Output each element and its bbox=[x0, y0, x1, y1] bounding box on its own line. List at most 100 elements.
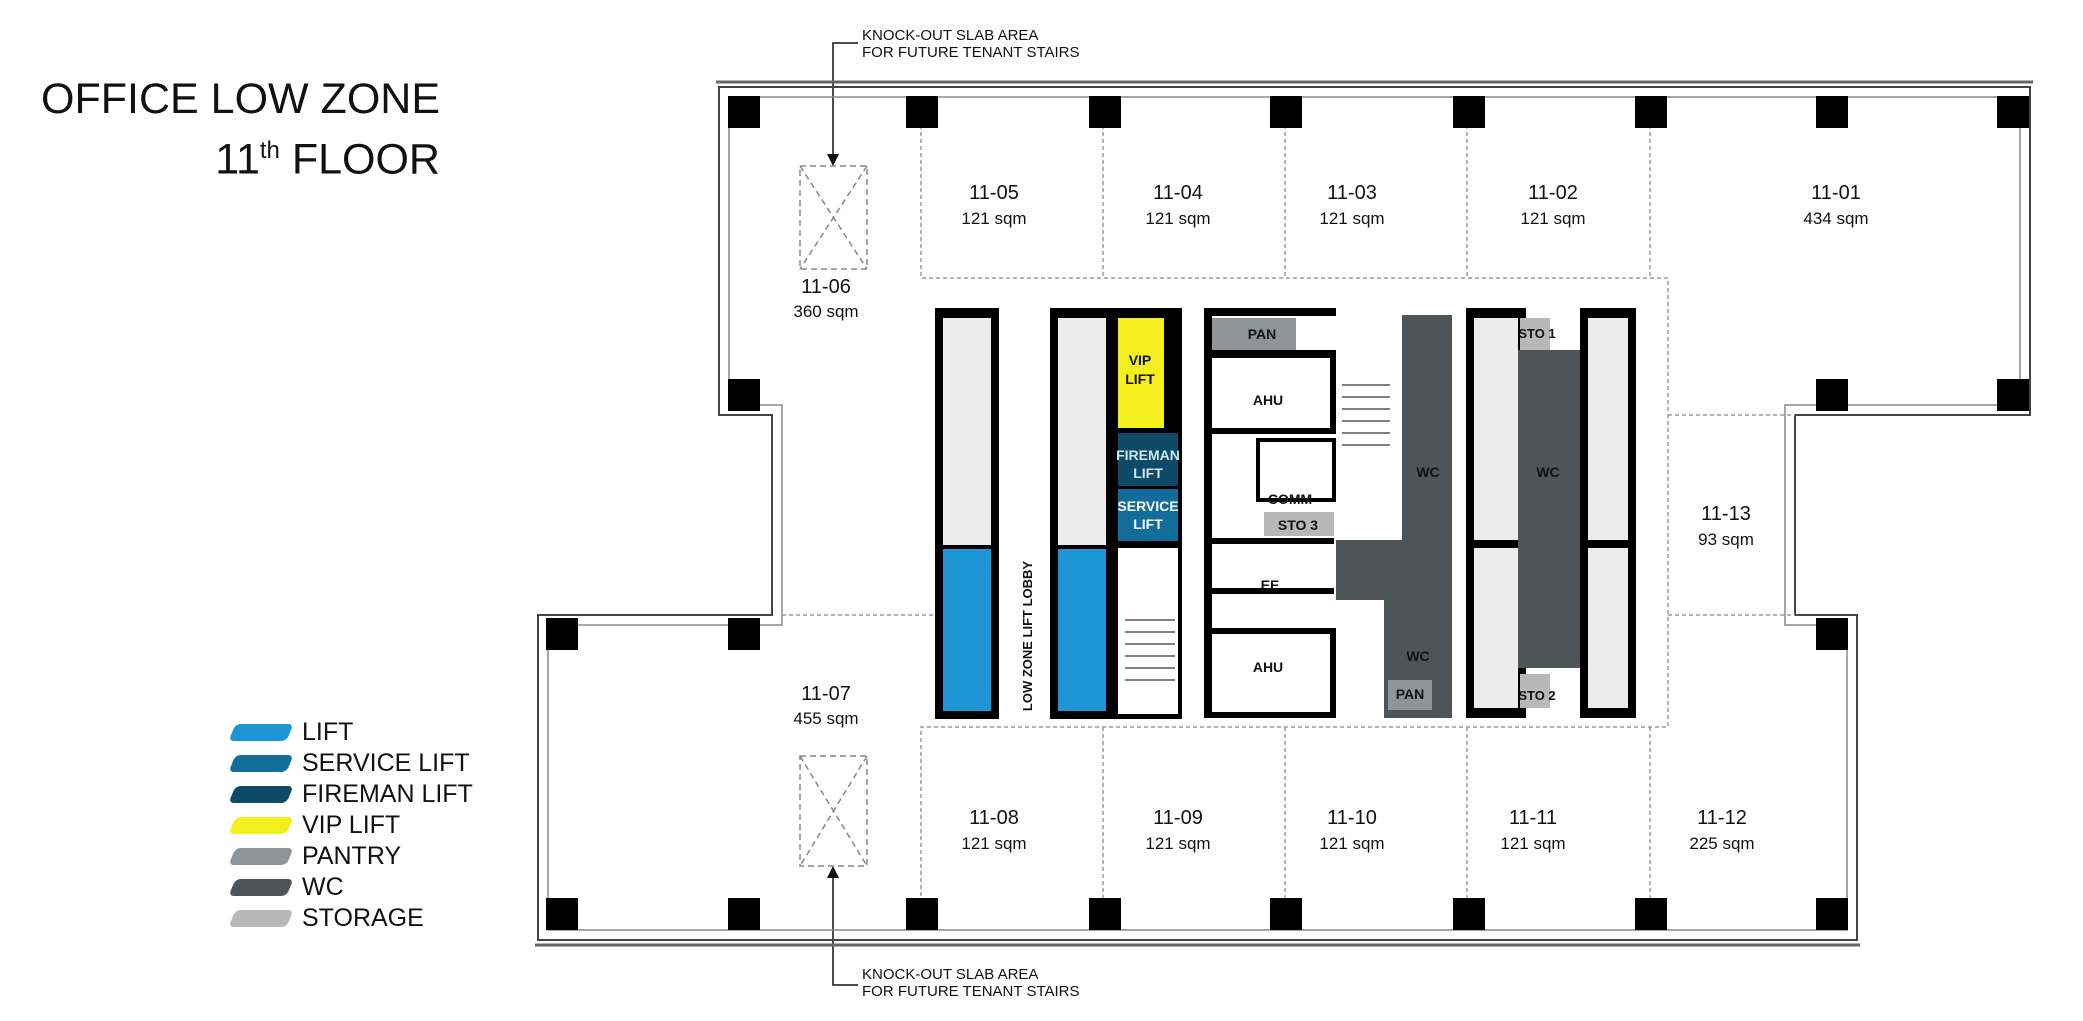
title-floor: 11th FLOOR bbox=[40, 124, 440, 186]
unit-area: 434 sqm bbox=[1803, 209, 1868, 228]
legend-label: WC bbox=[302, 872, 344, 901]
core-rooms bbox=[1204, 308, 1390, 718]
knockout-leader-bottom bbox=[827, 866, 858, 986]
legend-item-lift: LIFT bbox=[228, 717, 354, 747]
unit-area: 121 sqm bbox=[961, 834, 1026, 853]
storage-room bbox=[1264, 512, 1334, 536]
unit-area: 121 sqm bbox=[1145, 209, 1210, 228]
legend-label: FIREMAN LIFT bbox=[302, 779, 473, 808]
unit-id: 11-12 bbox=[1697, 807, 1747, 829]
floor-word: FLOOR bbox=[291, 135, 440, 184]
unit-id: 11-02 bbox=[1528, 182, 1578, 204]
legend-swatch-service-lift bbox=[228, 754, 294, 772]
wc-label-3: WC bbox=[1406, 648, 1429, 664]
unit-11-07: 11-07 455 sqm bbox=[793, 683, 858, 728]
pantry-room bbox=[1388, 680, 1432, 710]
lobby-label: LOW ZONE LIFT LOBBY bbox=[1020, 561, 1035, 712]
vip-lift bbox=[1118, 318, 1164, 428]
unit-11-05: 11-05 121 sqm bbox=[961, 182, 1026, 228]
legend-swatch-fireman-lift bbox=[228, 785, 294, 803]
sto3-label: STO 3 bbox=[1278, 517, 1318, 533]
knockout-note-bottom: KNOCK-OUT SLAB AREA FOR FUTURE TENANT ST… bbox=[862, 966, 1080, 1000]
storage-room bbox=[1520, 674, 1550, 708]
legend-swatch-vip-lift bbox=[228, 816, 294, 834]
knockout-slab-bottom bbox=[799, 755, 868, 867]
knockout-leader-top bbox=[827, 42, 858, 166]
sto1-label: STO 1 bbox=[1518, 326, 1555, 341]
service-lift bbox=[1118, 489, 1178, 541]
legend-item-pantry: PANTRY bbox=[228, 841, 402, 871]
unit-id: 11-03 bbox=[1327, 182, 1377, 204]
unit-id: 11-13 bbox=[1701, 503, 1751, 525]
unit-area: 455 sqm bbox=[793, 709, 858, 728]
title-zone: OFFICE LOW ZONE bbox=[41, 75, 440, 123]
knockout-slab-top bbox=[799, 165, 868, 270]
legend-label: SERVICE LIFT bbox=[302, 748, 470, 777]
knockout-note-bottom-line2: FOR FUTURE TENANT STAIRS bbox=[862, 983, 1080, 1000]
unit-id: 11-10 bbox=[1327, 807, 1377, 829]
wc-label-1: WC bbox=[1416, 464, 1439, 480]
fireman-lift bbox=[1118, 433, 1178, 486]
unit-id: 11-08 bbox=[969, 807, 1019, 829]
legend-label: VIP LIFT bbox=[302, 810, 401, 839]
pantry-room bbox=[1212, 318, 1296, 350]
unit-area: 121 sqm bbox=[961, 209, 1026, 228]
lift-shaft bbox=[1058, 549, 1106, 711]
legend-item-service-lift: SERVICE LIFT bbox=[228, 748, 470, 778]
legend-item-fireman-lift: FIREMAN LIFT bbox=[228, 779, 473, 809]
unit-11-06: 11-06 360 sqm bbox=[793, 276, 858, 321]
legend-swatch-pantry bbox=[228, 847, 294, 865]
legend-item-wc: WC bbox=[228, 872, 344, 902]
core-labels: VIP LIFT FIREMAN LIFT SERVICE LIFT PAN A… bbox=[1020, 326, 1560, 711]
unit-area: 360 sqm bbox=[793, 302, 858, 321]
unit-area: 93 sqm bbox=[1698, 530, 1754, 549]
legend-item-vip-lift: VIP LIFT bbox=[228, 810, 401, 840]
legend-item-storage: STORAGE bbox=[228, 903, 424, 933]
knockout-note-top: KNOCK-OUT SLAB AREA FOR FUTURE TENANT ST… bbox=[862, 27, 1080, 61]
unit-11-13: 11-13 93 sqm bbox=[1698, 503, 1754, 549]
fireman-lift-label-2: LIFT bbox=[1133, 465, 1163, 481]
comm-label: COMM bbox=[1268, 491, 1312, 507]
columns bbox=[546, 96, 2029, 930]
service-lift-label-2: LIFT bbox=[1133, 516, 1163, 532]
legend-swatch-wc bbox=[228, 878, 294, 896]
unit-id: 11-01 bbox=[1811, 182, 1861, 204]
knockout-note-top-line1: KNOCK-OUT SLAB AREA bbox=[862, 27, 1039, 44]
unit-id: 11-11 bbox=[1509, 807, 1557, 829]
knockout-note-top-line2: FOR FUTURE TENANT STAIRS bbox=[862, 44, 1080, 61]
legend-swatch-storage bbox=[228, 909, 294, 927]
pan-label-top: PAN bbox=[1248, 326, 1277, 342]
sto2-label: STO 2 bbox=[1518, 688, 1555, 703]
floor-suffix: th bbox=[259, 137, 280, 164]
service-lift-label-1: SERVICE bbox=[1117, 498, 1178, 514]
legend-swatch-lift bbox=[228, 723, 294, 741]
unit-area: 121 sqm bbox=[1500, 834, 1565, 853]
ahu-label-top: AHU bbox=[1253, 392, 1283, 408]
ee-label: EE bbox=[1261, 577, 1280, 593]
unit-id: 11-05 bbox=[969, 182, 1019, 204]
pan-label-bottom: PAN bbox=[1396, 686, 1425, 702]
floor-number: 11 bbox=[215, 135, 260, 184]
page-title: OFFICE LOW ZONE 11th FLOOR bbox=[40, 74, 440, 186]
special-lifts bbox=[1114, 308, 1182, 719]
lift-bank-west bbox=[935, 308, 1114, 719]
legend-label: STORAGE bbox=[302, 903, 424, 932]
unit-id: 11-07 bbox=[801, 683, 851, 705]
unit-11-04: 11-04 121 sqm bbox=[1145, 182, 1210, 228]
unit-id: 11-04 bbox=[1153, 182, 1203, 204]
wc-label-2: WC bbox=[1536, 464, 1559, 480]
legend-label: LIFT bbox=[302, 717, 354, 746]
unit-id: 11-09 bbox=[1153, 807, 1203, 829]
vip-lift-label-1: VIP bbox=[1129, 352, 1152, 368]
legend-label: PANTRY bbox=[302, 841, 402, 870]
wc-blocks bbox=[1336, 308, 1636, 718]
unit-id: 11-06 bbox=[801, 276, 851, 298]
